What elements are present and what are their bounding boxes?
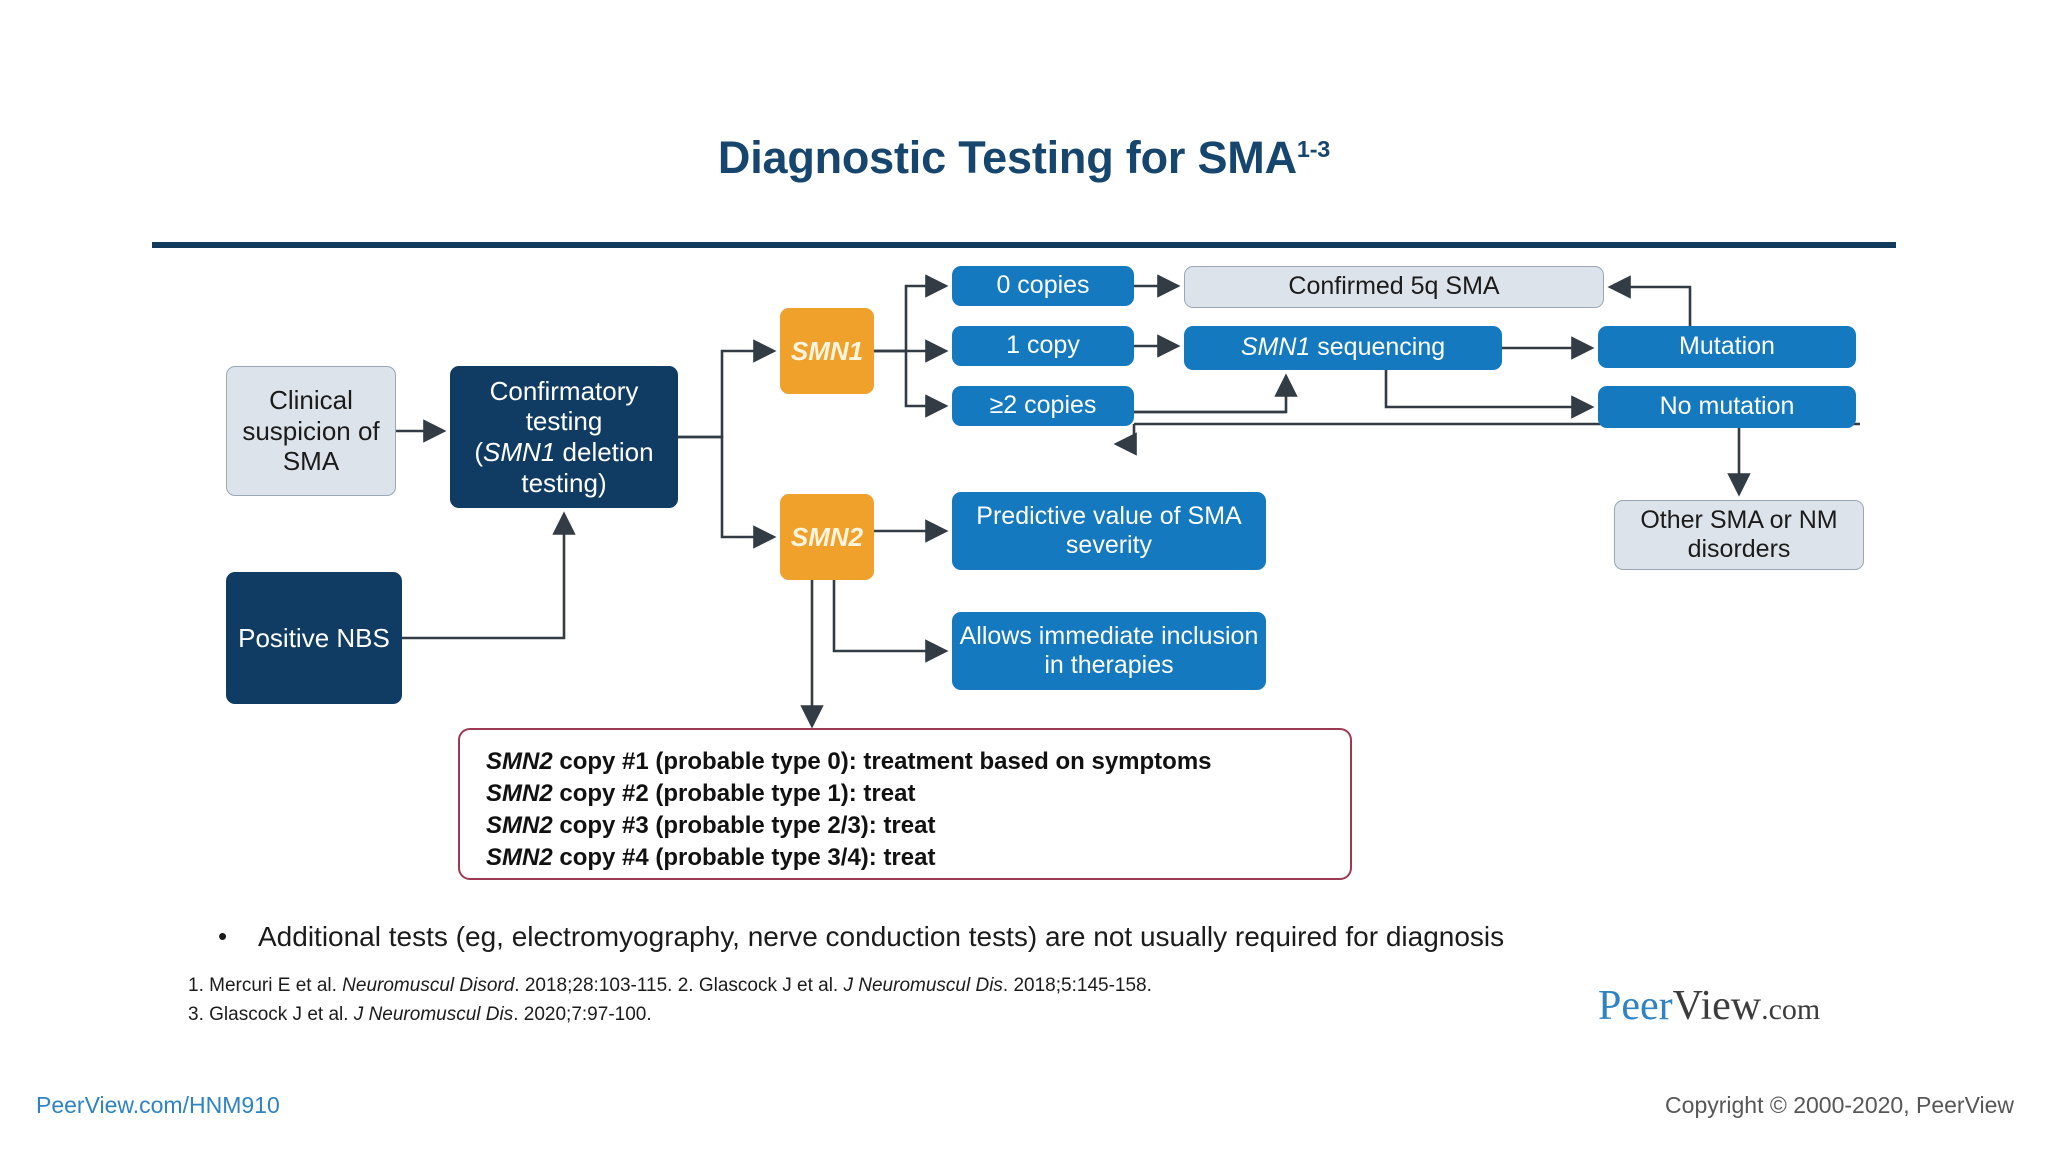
logo-com-text: .com (1761, 993, 1821, 1026)
node-predictive-value[interactable]: Predictive value of SMA severity (952, 492, 1266, 570)
logo-view-text: View (1672, 983, 1762, 1029)
node-predictive-value-label: Predictive value of SMA severity (976, 501, 1242, 560)
ref1-journal: Neuromuscul Disord (342, 975, 515, 996)
ref2-journal: J Neuromuscul Dis (843, 975, 1003, 996)
footer-url[interactable]: PeerView.com/HNM910 (36, 1092, 280, 1118)
ref3-journal: J Neuromuscul Dis (353, 1003, 514, 1025)
confirmatory-line-3: deletion (555, 437, 654, 467)
node-confirmatory-testing-label: Confirmatory testing (SMN1 deletion test… (474, 375, 654, 498)
ref1-middle: . 2018;28:103-115. 2. Glascock J et al. (514, 975, 844, 996)
node-mutation[interactable]: Mutation (1598, 326, 1856, 368)
note-gene-4: SMN2 (486, 843, 553, 871)
node-confirmed-5q-sma-label: Confirmed 5q SMA (1288, 272, 1500, 301)
node-smn1-label: SMN1 (790, 335, 864, 366)
node-two-or-more-copies-label: ≥2 copies (989, 391, 1097, 420)
node-other-sma-nm-disorders-label: Other SMA or NM disorders (1640, 505, 1838, 564)
reference-line-1: 1. Mercuri E et al. Neuromuscul Disord. … (188, 972, 1638, 1001)
node-clinical-suspicion-label: Clinical suspicion of SMA (242, 384, 380, 477)
node-smn2[interactable]: SMN2 (780, 494, 874, 580)
ref2-suffix: . 2018;5:145-158. (1002, 975, 1152, 996)
node-positive-nbs-label: Positive NBS (238, 622, 390, 653)
ref1-prefix: 1. Mercuri E et al. (188, 975, 343, 996)
node-confirmatory-testing[interactable]: Confirmatory testing (SMN1 deletion test… (450, 366, 678, 508)
note-gene-2: SMN2 (486, 779, 553, 807)
node-one-copy-label: 1 copy (1006, 331, 1080, 360)
page-title: Diagnostic Testing for SMA1-3 (0, 132, 2048, 184)
node-zero-copies[interactable]: 0 copies (952, 266, 1134, 306)
reference-line-2: 3. Glascock J et al. J Neuromuscul Dis. … (188, 1001, 1638, 1030)
note-gene-3: SMN2 (486, 811, 553, 839)
node-no-mutation-label: No mutation (1659, 392, 1795, 421)
note-line-4: SMN2 copy #4 (probable type 3/4): treat (486, 842, 1350, 874)
sequencing-rest: sequencing (1310, 333, 1446, 362)
node-smn2-label: SMN2 (790, 521, 864, 552)
note-text-3: copy #3 (probable type 2/3): treat (552, 811, 936, 839)
note-line-3: SMN2 copy #3 (probable type 2/3): treat (486, 810, 1350, 842)
node-no-mutation[interactable]: No mutation (1598, 386, 1856, 428)
node-smn1[interactable]: SMN1 (780, 308, 874, 394)
node-one-copy[interactable]: 1 copy (952, 326, 1134, 366)
note-text-4: copy #4 (probable type 3/4): treat (552, 843, 936, 871)
node-positive-nbs[interactable]: Positive NBS (226, 572, 402, 704)
title-divider (152, 242, 1896, 248)
node-allows-inclusion[interactable]: Allows immediate inclusion in therapies (952, 612, 1266, 690)
node-mutation-label: Mutation (1679, 332, 1775, 361)
node-allows-inclusion-label: Allows immediate inclusion in therapies (959, 621, 1259, 680)
additional-tests-bullet: • Additional tests (eg, electromyography… (218, 921, 1718, 953)
page-title-text: Diagnostic Testing for SMA (717, 132, 1297, 183)
note-text-1: copy #1 (probable type 0): treatment bas… (552, 748, 1212, 775)
footer-copyright: Copyright © 2000-2020, PeerView (1665, 1092, 2014, 1118)
note-text-2: copy #2 (probable type 1): treat (552, 779, 916, 807)
references: 1. Mercuri E et al. Neuromuscul Disord. … (188, 972, 1638, 1029)
bullet-text: Additional tests (eg, electromyography, … (258, 921, 1505, 952)
bullet-marker-icon: • (218, 921, 228, 951)
smn2-copy-note-box: SMN2 copy #1 (probable type 0): treatmen… (458, 728, 1352, 880)
node-smn1-sequencing-label: SMN1 sequencing (1241, 333, 1445, 363)
note-gene-1: SMN2 (486, 748, 553, 775)
note-line-1: SMN2 copy #1 (probable type 0): treatmen… (486, 746, 1350, 778)
node-confirmed-5q-sma[interactable]: Confirmed 5q SMA (1184, 266, 1604, 308)
node-smn1-sequencing[interactable]: SMN1 sequencing (1184, 326, 1502, 370)
page-title-superscript: 1-3 (1296, 136, 1331, 162)
peerview-logo: PeerView.com (1598, 982, 1820, 1030)
node-zero-copies-label: 0 copies (996, 271, 1090, 300)
sequencing-gene: SMN1 (1240, 333, 1311, 362)
ref3-suffix: . 2020;7:97-100. (513, 1003, 652, 1025)
confirmatory-gene: SMN1 (483, 437, 556, 467)
node-other-sma-nm-disorders[interactable]: Other SMA or NM disorders (1614, 500, 1864, 570)
node-clinical-suspicion[interactable]: Clinical suspicion of SMA (226, 366, 396, 496)
confirmatory-line-1: Confirmatory (489, 375, 639, 406)
node-two-or-more-copies[interactable]: ≥2 copies (952, 386, 1134, 426)
ref3-prefix: 3. Glascock J et al. (188, 1003, 354, 1025)
logo-peer-text: Peer (1598, 983, 1673, 1029)
confirmatory-line-4: testing) (521, 467, 607, 498)
note-line-2: SMN2 copy #2 (probable type 1): treat (486, 778, 1350, 810)
confirmatory-line-2: testing (525, 406, 603, 437)
